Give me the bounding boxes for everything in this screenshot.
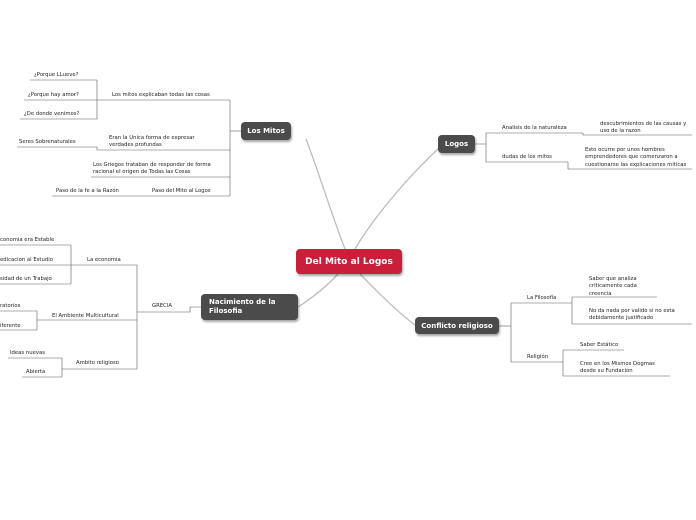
leaf-saber-estatico[interactable]: Saber Estático bbox=[580, 342, 619, 348]
leaf-hombres-emprendedores[interactable]: Esto ocurre por unos hombres emprendedor… bbox=[585, 147, 687, 168]
leaf-ideas-nuevas[interactable]: Ideas nuevas bbox=[10, 350, 45, 356]
topic-los-mitos[interactable]: Los Mitos bbox=[241, 122, 291, 140]
leaf-porque-amor[interactable]: ¿Porque hay amor? bbox=[28, 92, 79, 98]
subtopic-mitos-explicaban[interactable]: Los mitos explicaban todas las cosas bbox=[112, 92, 210, 98]
leaf-porque-llueve[interactable]: ¿Porque LLueve? bbox=[34, 72, 79, 78]
leaf-abierta[interactable]: Abierta bbox=[26, 369, 46, 375]
topic-nacimiento-filosofia[interactable]: Nacimiento de la Filosofia bbox=[201, 294, 298, 320]
leaf-ratorios[interactable]: ratorios bbox=[0, 303, 21, 309]
subtopic-ambito-religioso[interactable]: Ambito religioso bbox=[76, 360, 119, 366]
leaf-mismos-dogmas[interactable]: Cree en los Mismos Dogmas desde su Funda… bbox=[580, 361, 655, 375]
subtopic-paso-mito-logos[interactable]: Paso del Mito al Logos bbox=[152, 188, 211, 194]
subtopic-analisis-naturaleza[interactable]: Analisis de la naturaleza bbox=[502, 125, 567, 131]
subtopic-ambiente-multicultural[interactable]: El Ambiente Multicultural bbox=[52, 313, 119, 319]
leaf-economia-estable[interactable]: conomia era Estable bbox=[0, 237, 55, 243]
topic-logos[interactable]: Logos bbox=[438, 135, 475, 153]
leaf-descubrimientos-causas[interactable]: descubrimientos de las causas y uso de l… bbox=[600, 121, 687, 135]
subtopic-grecia[interactable]: GRECIA bbox=[152, 303, 173, 309]
leaf-iferente[interactable]: iferente bbox=[0, 323, 21, 329]
topic-conflicto-religioso[interactable]: Conflicto religioso bbox=[415, 317, 499, 334]
subtopic-la-filosofia[interactable]: La Filosofía bbox=[527, 295, 557, 301]
leaf-fe-a-razon[interactable]: Paso de la fe a la Razón bbox=[56, 188, 119, 194]
leaf-necesidad-trabajo[interactable]: sidad de un Trabajo bbox=[0, 276, 52, 282]
leaf-saber-analiza[interactable]: Saber que analiza criticamente cada cree… bbox=[589, 276, 637, 297]
subtopic-economia[interactable]: La economia bbox=[87, 257, 121, 263]
subtopic-unica-forma[interactable]: Eran la Unica forma de expresar verdades… bbox=[109, 135, 195, 149]
leaf-no-da-nada[interactable]: No da nada por valido si no esta debidam… bbox=[589, 308, 675, 322]
subtopic-griegos-racional[interactable]: Los Griegos trataban de responder de for… bbox=[93, 162, 211, 176]
subtopic-religion[interactable]: Religión bbox=[527, 354, 549, 360]
leaf-de-donde-venimos[interactable]: ¿De donde venimos? bbox=[24, 111, 80, 117]
leaf-dedicacion-estudio[interactable]: edicacion al Estudio bbox=[0, 257, 53, 263]
leaf-seres-sobrenaturales[interactable]: Seres Sobrenaturales bbox=[19, 139, 76, 145]
subtopic-dudas-mitos[interactable]: dudas de los mitos bbox=[502, 154, 552, 160]
central-topic[interactable]: Del Mito al Logos bbox=[296, 249, 402, 274]
